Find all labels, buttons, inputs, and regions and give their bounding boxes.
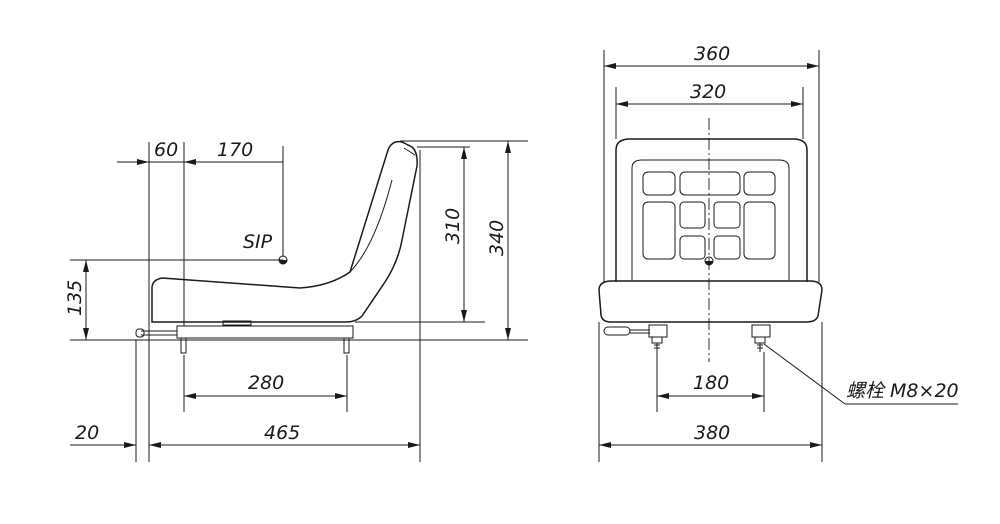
front-mounts bbox=[603, 324, 771, 352]
side-view: SIP 60 bbox=[64, 139, 528, 462]
dim-170: 170 bbox=[217, 139, 253, 161]
bolt-leader bbox=[763, 343, 958, 405]
dim-180: 180 bbox=[693, 372, 729, 394]
front-extension-lines bbox=[598, 50, 823, 462]
dim-280: 280 bbox=[248, 372, 284, 394]
dim-320: 320 bbox=[690, 81, 726, 103]
dim-340: 340 bbox=[486, 220, 508, 256]
front-backrest bbox=[615, 138, 808, 282]
side-seat-outline bbox=[151, 140, 418, 323]
sip-label: SIP bbox=[243, 231, 273, 253]
dim-60: 60 bbox=[154, 139, 178, 161]
side-extension-lines bbox=[70, 140, 528, 462]
bolt-label: 螺栓 M8×20 bbox=[846, 380, 959, 402]
dim-310: 310 bbox=[442, 208, 464, 244]
dim-135: 135 bbox=[64, 280, 86, 316]
dim-20: 20 bbox=[75, 422, 99, 444]
front-dimension-lines bbox=[599, 63, 822, 448]
dim-380: 380 bbox=[694, 422, 730, 444]
front-view: 360 320 180 380 螺栓 M8×20 bbox=[598, 43, 959, 462]
side-dimension-lines bbox=[70, 141, 511, 448]
side-base-bracket bbox=[135, 320, 354, 354]
front-backrest-pads bbox=[642, 171, 776, 260]
dim-465: 465 bbox=[264, 422, 300, 444]
dim-360: 360 bbox=[694, 43, 730, 65]
